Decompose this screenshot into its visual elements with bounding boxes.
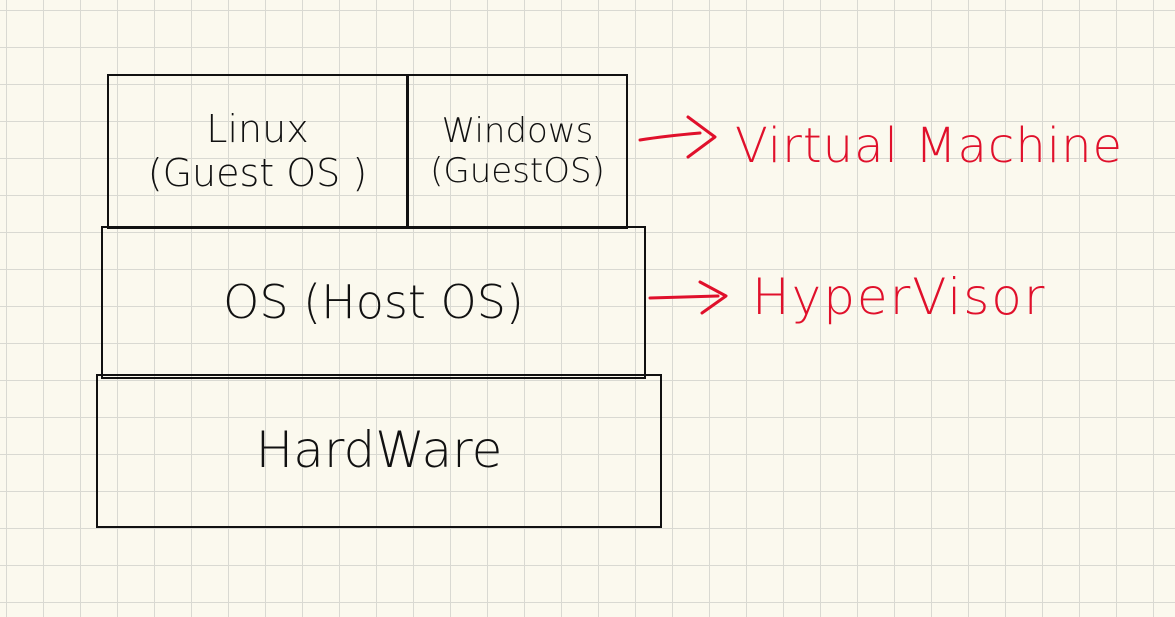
windows-sublabel: (GuestOS) — [430, 150, 605, 191]
linux-guest-os-box: Linux (Guest OS ) — [107, 74, 408, 229]
windows-guest-os-box: Windows (GuestOS) — [407, 74, 628, 229]
arrow-to-virtual-machine — [638, 115, 717, 159]
hypervisor-annotation: HyperVisor — [752, 268, 1047, 326]
windows-label: Windows — [441, 111, 594, 152]
host-os-label: OS (Host OS) — [223, 275, 524, 330]
linux-sublabel: (Guest OS ) — [147, 150, 368, 195]
host-os-box: OS (Host OS) — [101, 226, 646, 379]
arrow-to-hypervisor — [648, 280, 728, 315]
virtual-machine-annotation: Virtual Machine — [735, 118, 1124, 174]
hardware-label: HardWare — [255, 421, 503, 480]
hardware-box: HardWare — [96, 374, 662, 528]
linux-label: Linux — [206, 106, 309, 151]
